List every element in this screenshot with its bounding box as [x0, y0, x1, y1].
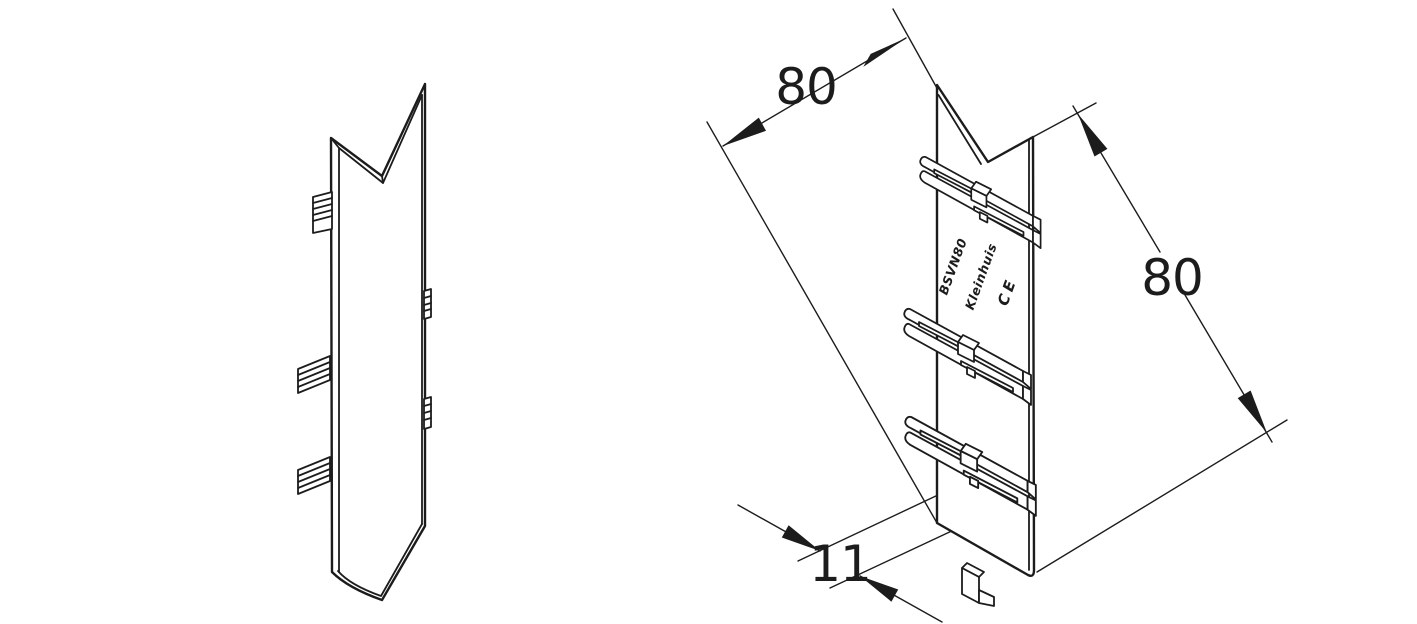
dimension-arrow-right-upper-icon [1078, 114, 1108, 157]
side-view-chevron-inner-edge [330, 94, 423, 184]
side-view [297, 82, 432, 602]
side-clip-top [312, 191, 333, 234]
dimension-arrow-top-left-icon [723, 117, 766, 146]
dimension-label-bottom-thickness: 11 [809, 535, 871, 593]
dimension-arrow-top-right-icon [863, 38, 906, 67]
side-view-valley-tick [381, 175, 384, 184]
extension-line-right-upper [1032, 102, 1097, 138]
side-clip-middle [297, 355, 331, 394]
side-tab-upper [423, 288, 432, 320]
extension-line-right-lower [1036, 419, 1288, 573]
side-view-silhouette [329, 82, 427, 602]
extension-line-top-apex [892, 8, 939, 91]
dimension-arrow-bottom-left-icon [781, 525, 820, 551]
extension-line-top-long [706, 121, 938, 524]
isometric-view: BSVN80 Kleinhuis CE 80 80 11 [706, 8, 1288, 623]
dimension-label-right-height: 80 [1141, 249, 1203, 307]
iso-spike-inner-edge [937, 94, 982, 165]
side-view-bottom-inner-edge [337, 523, 423, 597]
side-tab-lower [423, 396, 432, 430]
dimension-arrow-bottom-right-icon [860, 576, 899, 602]
side-clip-bottom [297, 456, 331, 495]
dimension-label-top-width: 80 [775, 58, 837, 116]
dimension-arrow-right-lower-icon [1237, 390, 1267, 433]
iso-bottom-foot [961, 562, 995, 607]
